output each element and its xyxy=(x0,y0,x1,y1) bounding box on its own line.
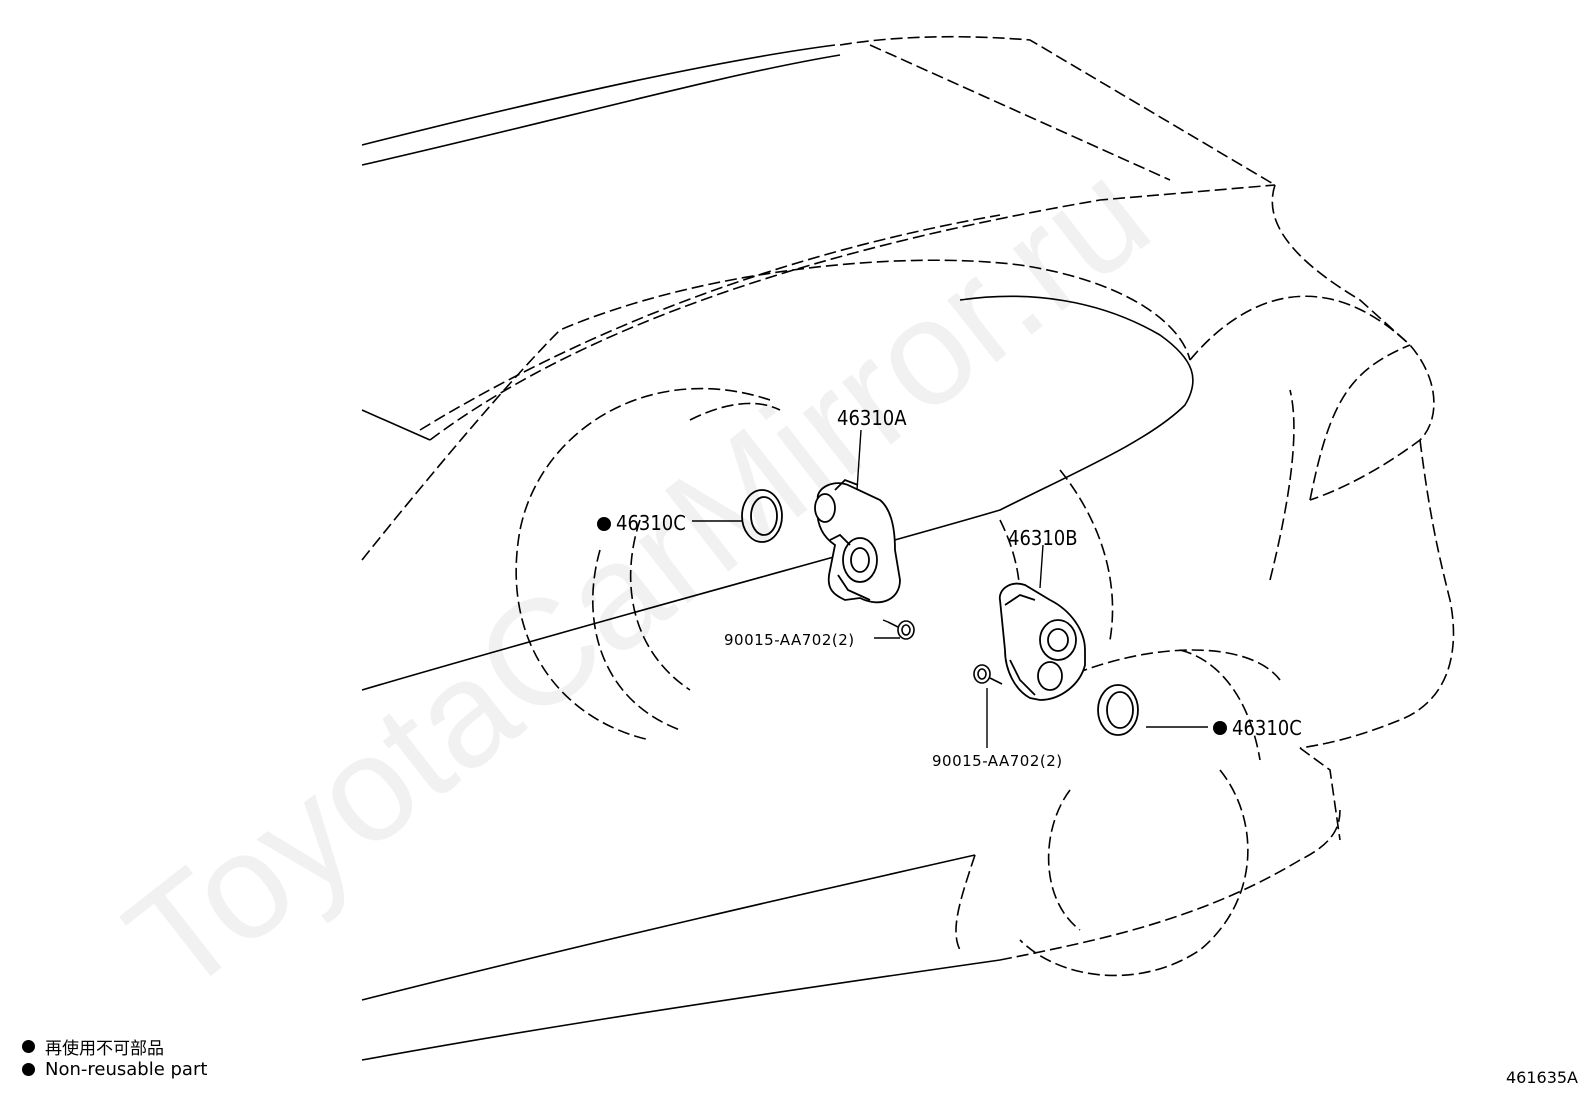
label-part-a[interactable]: 46310A xyxy=(837,406,907,430)
label-part-c-right[interactable]: 46310C xyxy=(1232,716,1302,740)
label-bolt-left[interactable]: 90015-AA702(2) xyxy=(724,631,855,649)
legend-text-en: Non-reusable part xyxy=(45,1059,208,1080)
leader-lines xyxy=(692,429,1208,748)
label-part-c-left[interactable]: 46310C xyxy=(616,511,686,535)
seal-ring-right xyxy=(1097,684,1139,736)
seal-ring-left xyxy=(741,489,783,543)
bolt-right xyxy=(973,664,1003,685)
non-reusable-dot-left xyxy=(597,517,611,531)
diagram-id: 461635A xyxy=(1505,1068,1578,1087)
bolt-left xyxy=(887,620,915,640)
legend-dot xyxy=(22,1040,35,1053)
vehicle-outline xyxy=(361,35,1455,1061)
actuator-46310a xyxy=(814,478,901,604)
legend-row-en: Non-reusable part xyxy=(22,1059,207,1080)
non-reusable-dot-right xyxy=(1213,721,1227,735)
label-bolt-right[interactable]: 90015-AA702(2) xyxy=(932,752,1063,770)
legend-row-jp: 再使用不可部品 xyxy=(22,1034,164,1059)
legend-text-jp: 再使用不可部品 xyxy=(45,1039,164,1059)
watermark-text: ToyotaCarMirror.ru xyxy=(96,128,1178,1025)
legend-dot xyxy=(22,1063,35,1076)
actuator-46310b xyxy=(998,582,1086,701)
label-part-b[interactable]: 46310B xyxy=(1008,526,1078,550)
